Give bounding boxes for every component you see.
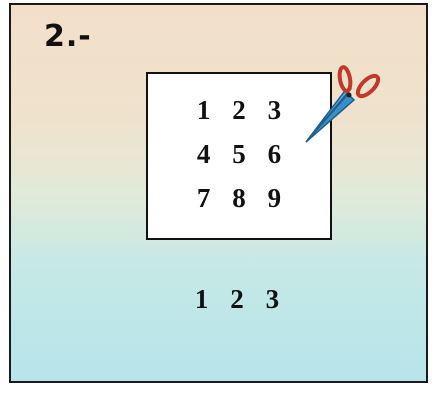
scissors-handle (338, 66, 352, 91)
scissors-blade (306, 90, 350, 142)
grid-number: 1 (186, 88, 221, 132)
scissors-blade (306, 94, 354, 142)
scissors-handle (355, 73, 382, 100)
grid-number: 3 (257, 88, 292, 132)
step-label: 2.- (44, 22, 92, 52)
number-grid: 1 2 3 4 5 6 7 8 9 (186, 88, 292, 220)
grid-number: 5 (221, 132, 256, 176)
grid-number: 6 (257, 132, 292, 176)
result-row: 1 2 3 (184, 277, 290, 321)
result-number: 3 (255, 277, 290, 321)
scissors-pivot (347, 93, 352, 98)
scissors-icon (298, 62, 388, 152)
grid-number: 8 (221, 176, 256, 220)
result-number: 2 (219, 277, 254, 321)
grid-number: 2 (221, 88, 256, 132)
result-number: 1 (184, 277, 219, 321)
grid-number: 4 (186, 132, 221, 176)
grid-number: 9 (257, 176, 292, 220)
grid-number: 7 (186, 176, 221, 220)
